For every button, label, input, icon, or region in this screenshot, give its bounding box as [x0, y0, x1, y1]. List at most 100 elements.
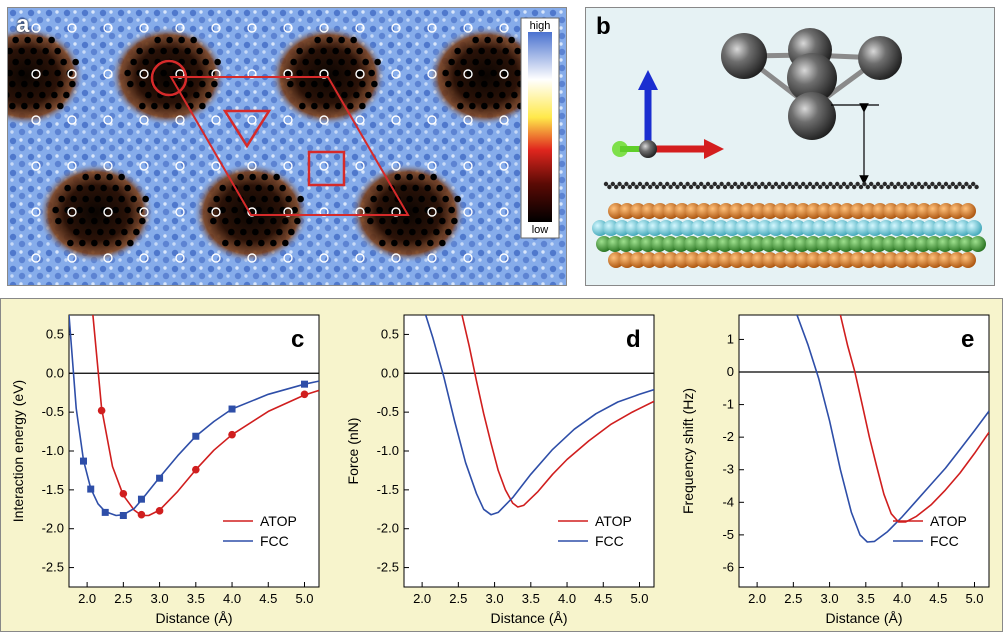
spot-dot	[290, 58, 297, 66]
substrate-atom	[779, 220, 795, 236]
spot-dot	[151, 102, 158, 110]
bright-ring	[463, 161, 473, 171]
spot-dot	[397, 228, 404, 236]
carbon-atom	[858, 184, 864, 190]
substrate-atom	[878, 220, 894, 236]
carbon-atom	[685, 181, 690, 187]
substrate-atom	[713, 220, 729, 236]
legend-label-fcc: FCC	[595, 533, 624, 549]
spot-dot	[124, 69, 131, 77]
y-tick-label: -1.5	[42, 482, 64, 497]
spot-dot	[106, 173, 113, 181]
spot-dot	[302, 58, 309, 66]
substrate-atom	[938, 203, 954, 219]
spot-dot	[448, 58, 455, 66]
x-tick-label: 4.0	[223, 591, 241, 606]
spot-dot	[196, 69, 203, 77]
bright-ring	[355, 115, 365, 125]
data-point-fcc	[301, 380, 309, 388]
legend-label-fcc: FCC	[260, 533, 289, 549]
substrate-atom	[724, 220, 740, 236]
spot-dot	[103, 239, 110, 247]
spot-dot	[48, 58, 55, 66]
bright-ring	[67, 115, 77, 125]
carbon-atom	[688, 184, 694, 190]
spot-dot	[448, 206, 455, 214]
bright-ring	[175, 23, 185, 33]
spot-dot	[199, 80, 206, 88]
x-tick-label: 5.0	[630, 591, 648, 606]
spot-dot	[222, 239, 229, 247]
spot-dot	[514, 69, 521, 77]
carbon-atom	[913, 184, 918, 190]
bright-ring	[31, 253, 41, 263]
spot-dot	[385, 228, 392, 236]
spot-dot	[211, 80, 218, 88]
spot-dot	[52, 206, 59, 214]
substrate-atom	[673, 236, 689, 252]
spot-dot	[403, 239, 410, 247]
spot-dot	[356, 47, 363, 55]
substrate-atom	[801, 220, 817, 236]
spot-dot	[255, 184, 262, 192]
data-point-fcc	[228, 405, 236, 413]
spot-dot	[487, 91, 494, 99]
spot-dot	[219, 184, 226, 192]
substrate-atom	[751, 203, 767, 219]
spot-dot	[115, 239, 122, 247]
bright-ring	[319, 23, 329, 33]
panel-d-letter: d	[626, 326, 641, 353]
y-axis-label: Frequency shift (Hz)	[680, 388, 696, 514]
spot-dot	[127, 80, 134, 88]
bright-ring	[391, 115, 401, 125]
substrate-atom	[603, 220, 619, 236]
substrate-atom	[905, 252, 921, 268]
spot-dot	[8, 92, 10, 98]
substrate-atom	[894, 203, 910, 219]
substrate-atom	[812, 220, 828, 236]
carbon-atom	[675, 184, 680, 190]
substrate-atom	[619, 203, 635, 219]
spot-dot	[296, 69, 303, 77]
spot-dot	[430, 173, 437, 181]
spot-dot	[42, 47, 49, 55]
spot-dot	[214, 58, 221, 66]
axis-triad	[612, 70, 724, 159]
carbon-atom	[940, 184, 945, 190]
bright-ring	[31, 115, 41, 125]
substrate-atom	[860, 236, 876, 252]
substrate-atom	[629, 236, 645, 252]
substrate-atom	[850, 203, 866, 219]
unit-cell-parallelogram	[169, 76, 410, 216]
spot-dot	[106, 195, 113, 203]
substrate-atom	[685, 203, 701, 219]
carbon-atom	[933, 184, 938, 190]
bright-ring	[175, 207, 185, 217]
substrate-atom	[707, 252, 723, 268]
spot-dot	[210, 217, 217, 225]
spot-dot	[481, 80, 488, 88]
panel-b-letter: b	[596, 13, 611, 40]
spot-dot	[76, 206, 83, 214]
spot-dot	[379, 239, 386, 247]
data-point-fcc	[119, 512, 127, 520]
carbon-atom	[964, 181, 969, 187]
carbon-atom	[631, 181, 636, 187]
carbon-atom	[869, 181, 874, 187]
spot-dot	[136, 47, 143, 55]
carbon-atom	[971, 181, 976, 187]
carbon-atom	[967, 184, 972, 190]
data-point-atop	[137, 510, 146, 519]
carbon-atom	[831, 184, 836, 190]
spot-dot	[409, 228, 416, 236]
spot-dot	[127, 217, 134, 225]
substrate-atom	[905, 203, 921, 219]
panel-c-letter: c	[291, 326, 304, 353]
y-tick-label: -1	[722, 397, 734, 412]
bright-ring	[67, 207, 77, 217]
spot-dot	[42, 69, 49, 77]
spot-dot	[70, 195, 77, 203]
spot-dot	[91, 239, 98, 247]
carbon-atom	[763, 184, 768, 190]
carbon-atom	[845, 184, 850, 190]
